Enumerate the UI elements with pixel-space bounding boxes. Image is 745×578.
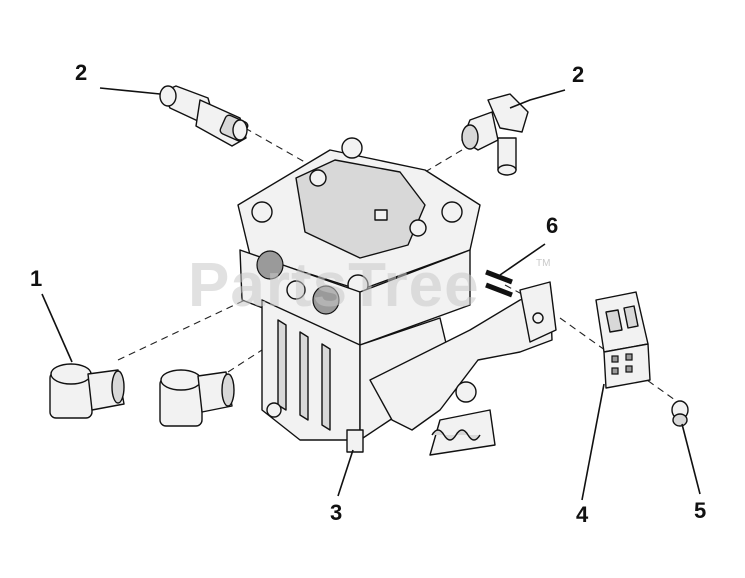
watermark-trademark: TM	[536, 258, 551, 269]
callout-6[interactable]: 6	[546, 213, 559, 238]
clip-5[interactable]	[671, 400, 689, 427]
fitting-2-left[interactable]	[159, 85, 249, 147]
watermark-text: PartsTree	[188, 251, 480, 320]
callout-2-left[interactable]: 2	[75, 60, 88, 85]
callout-2-right[interactable]: 2	[572, 62, 585, 87]
callout-1[interactable]: 1	[30, 266, 43, 291]
connector-4[interactable]	[595, 291, 651, 389]
elbow-fitting-1[interactable]	[49, 363, 125, 419]
elbow-fitting-1b[interactable]	[159, 369, 235, 427]
pin-6[interactable]	[485, 269, 513, 298]
callout-4[interactable]: 4	[576, 502, 589, 527]
callout-3[interactable]: 3	[330, 500, 343, 525]
fitting-2-right[interactable]	[461, 93, 529, 176]
leader-lines	[41, 87, 701, 501]
pump-body-3[interactable]	[237, 137, 557, 456]
callout-5[interactable]: 5	[694, 498, 707, 523]
